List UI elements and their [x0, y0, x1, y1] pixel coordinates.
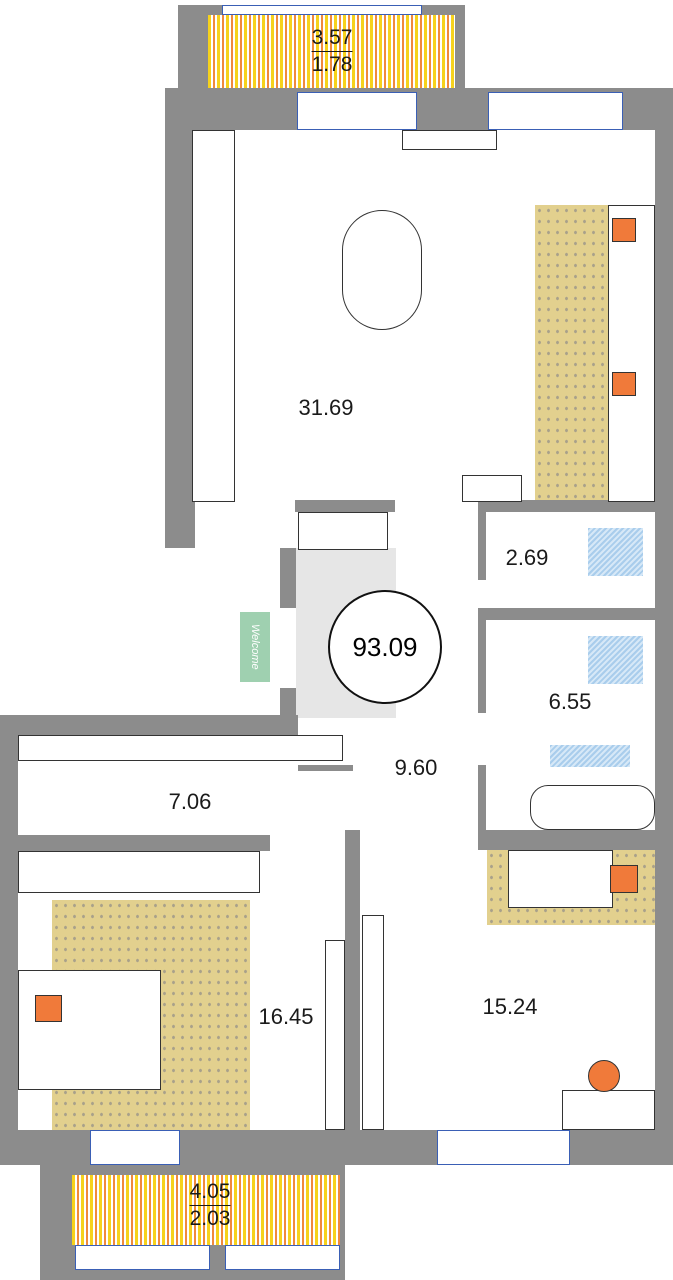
doormat: Welcome [240, 612, 270, 682]
wall [0, 835, 270, 851]
cabinet [462, 475, 522, 502]
wall [295, 500, 395, 512]
window [437, 1130, 570, 1165]
balcony-area-text: 4.05 [189, 1180, 231, 1203]
pillow [612, 372, 636, 396]
total-area-badge: 93.09 [328, 590, 442, 704]
balcony-reduced-text: 2.03 [189, 1207, 231, 1230]
area-bathroom: 6.55 [548, 689, 592, 714]
kitchen-counter [192, 130, 235, 502]
window [75, 1245, 210, 1270]
wardrobe [18, 851, 260, 893]
pillow [35, 995, 62, 1022]
pillow [612, 218, 636, 242]
bed [508, 850, 613, 908]
shoe-rack [298, 512, 388, 550]
wall [478, 500, 658, 512]
balcony-bottom-floor [72, 1175, 340, 1245]
desk [562, 1090, 655, 1130]
wall [280, 688, 296, 718]
chair [588, 1060, 620, 1092]
area-bedroom-left: 16.45 [258, 1004, 314, 1029]
wall [298, 765, 353, 771]
fraction-line [311, 51, 353, 52]
balcony-top-area: 3.57 1.78 [311, 26, 353, 77]
wall [345, 830, 360, 1130]
wardrobe-shelf [18, 735, 343, 761]
area-bedroom-right: 15.24 [482, 994, 538, 1019]
wall [280, 548, 296, 608]
wall [165, 500, 195, 548]
sofa [608, 205, 655, 502]
wall [0, 715, 298, 735]
area-hall: 9.60 [394, 755, 438, 780]
pillow [610, 865, 638, 893]
bed [18, 970, 161, 1090]
bath-mat [588, 636, 643, 684]
wardrobe [325, 940, 345, 1130]
area-wardrobe: 7.06 [168, 789, 212, 814]
area-toilet: 2.69 [505, 545, 549, 570]
wall [0, 715, 18, 1165]
wall [478, 765, 486, 840]
bathtub [530, 785, 655, 830]
balcony-area-text: 3.57 [311, 26, 353, 49]
wardrobe [362, 915, 384, 1130]
wall [478, 608, 486, 713]
window [488, 92, 623, 130]
window [297, 92, 417, 130]
fraction-line [189, 1205, 231, 1206]
window [225, 1245, 340, 1270]
wall [165, 88, 192, 548]
toilet-mat [588, 528, 643, 576]
tv [402, 130, 497, 150]
balcony-bottom-area: 4.05 2.03 [189, 1180, 231, 1231]
balcony-reduced-text: 1.78 [311, 53, 353, 76]
window [90, 1130, 180, 1165]
wall [655, 88, 673, 1165]
area-living-kitchen: 31.69 [298, 395, 354, 420]
wall [478, 830, 658, 850]
wall [478, 500, 486, 580]
wall [478, 608, 658, 620]
window [222, 5, 422, 15]
dining-table [342, 210, 422, 330]
bath-mat [550, 745, 630, 767]
